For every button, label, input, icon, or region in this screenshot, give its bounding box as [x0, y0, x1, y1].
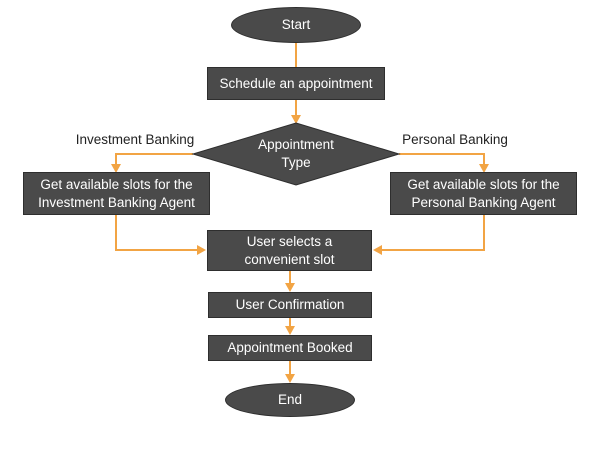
node-personal-slots: Get available slots for the Personal Ban…	[390, 172, 577, 215]
arrowhead-right-icon	[197, 245, 206, 255]
edge-decision-to-investment-slots	[111, 153, 193, 173]
node-appointment-type-line1: Appointment	[258, 137, 334, 153]
node-schedule-appointment-label: Schedule an appointment	[219, 75, 373, 91]
node-investment-slots-line1: Get available slots for the	[40, 176, 193, 192]
node-user-confirmation: User Confirmation	[208, 292, 372, 318]
edge-schedule-to-decision	[291, 100, 301, 124]
node-user-confirmation-label: User Confirmation	[235, 297, 345, 313]
node-user-selects-slot-line2: convenient slot	[244, 251, 335, 267]
edge-select-to-confirmation	[285, 271, 295, 292]
node-appointment-booked-label: Appointment Booked	[227, 340, 353, 356]
arrowhead-down-icon	[285, 374, 295, 383]
node-personal-slots-line1: Get available slots for the	[407, 176, 560, 192]
node-appointment-type-shape	[191, 122, 401, 186]
node-schedule-appointment: Schedule an appointment	[207, 67, 385, 100]
arrowhead-down-icon	[285, 326, 295, 335]
edge-confirmation-to-booked	[285, 318, 295, 335]
node-user-selects-slot-line1: User selects a	[246, 233, 333, 249]
node-start: Start	[231, 7, 361, 43]
arrowhead-down-icon	[285, 283, 295, 292]
edge-label-personal-banking: Personal Banking	[402, 132, 508, 147]
node-end-label: End	[277, 392, 303, 408]
edge-label-investment-banking: Investment Banking	[75, 132, 195, 147]
arrowhead-down-icon	[479, 164, 489, 173]
node-appointment-type-line2: Type	[281, 155, 311, 170]
edge-decision-to-personal-slots	[399, 153, 489, 173]
edge-personal-slots-to-select	[373, 215, 485, 255]
edge-booked-to-end	[285, 361, 295, 383]
node-user-selects-slot: User selects a convenient slot	[207, 230, 372, 271]
node-start-label: Start	[281, 17, 311, 33]
node-end: End	[225, 383, 355, 417]
arrowhead-down-icon	[111, 164, 121, 173]
node-appointment-type: Appointment Type	[193, 123, 399, 185]
node-appointment-booked: Appointment Booked	[208, 335, 372, 361]
arrowhead-left-icon	[373, 245, 382, 255]
node-investment-slots-line2: Investment Banking Agent	[38, 194, 195, 210]
node-personal-slots-line2: Personal Banking Agent	[411, 194, 556, 210]
arrowhead-down-icon	[291, 115, 301, 124]
node-investment-slots: Get available slots for the Investment B…	[23, 172, 210, 215]
edge-investment-slots-to-select	[115, 215, 206, 255]
